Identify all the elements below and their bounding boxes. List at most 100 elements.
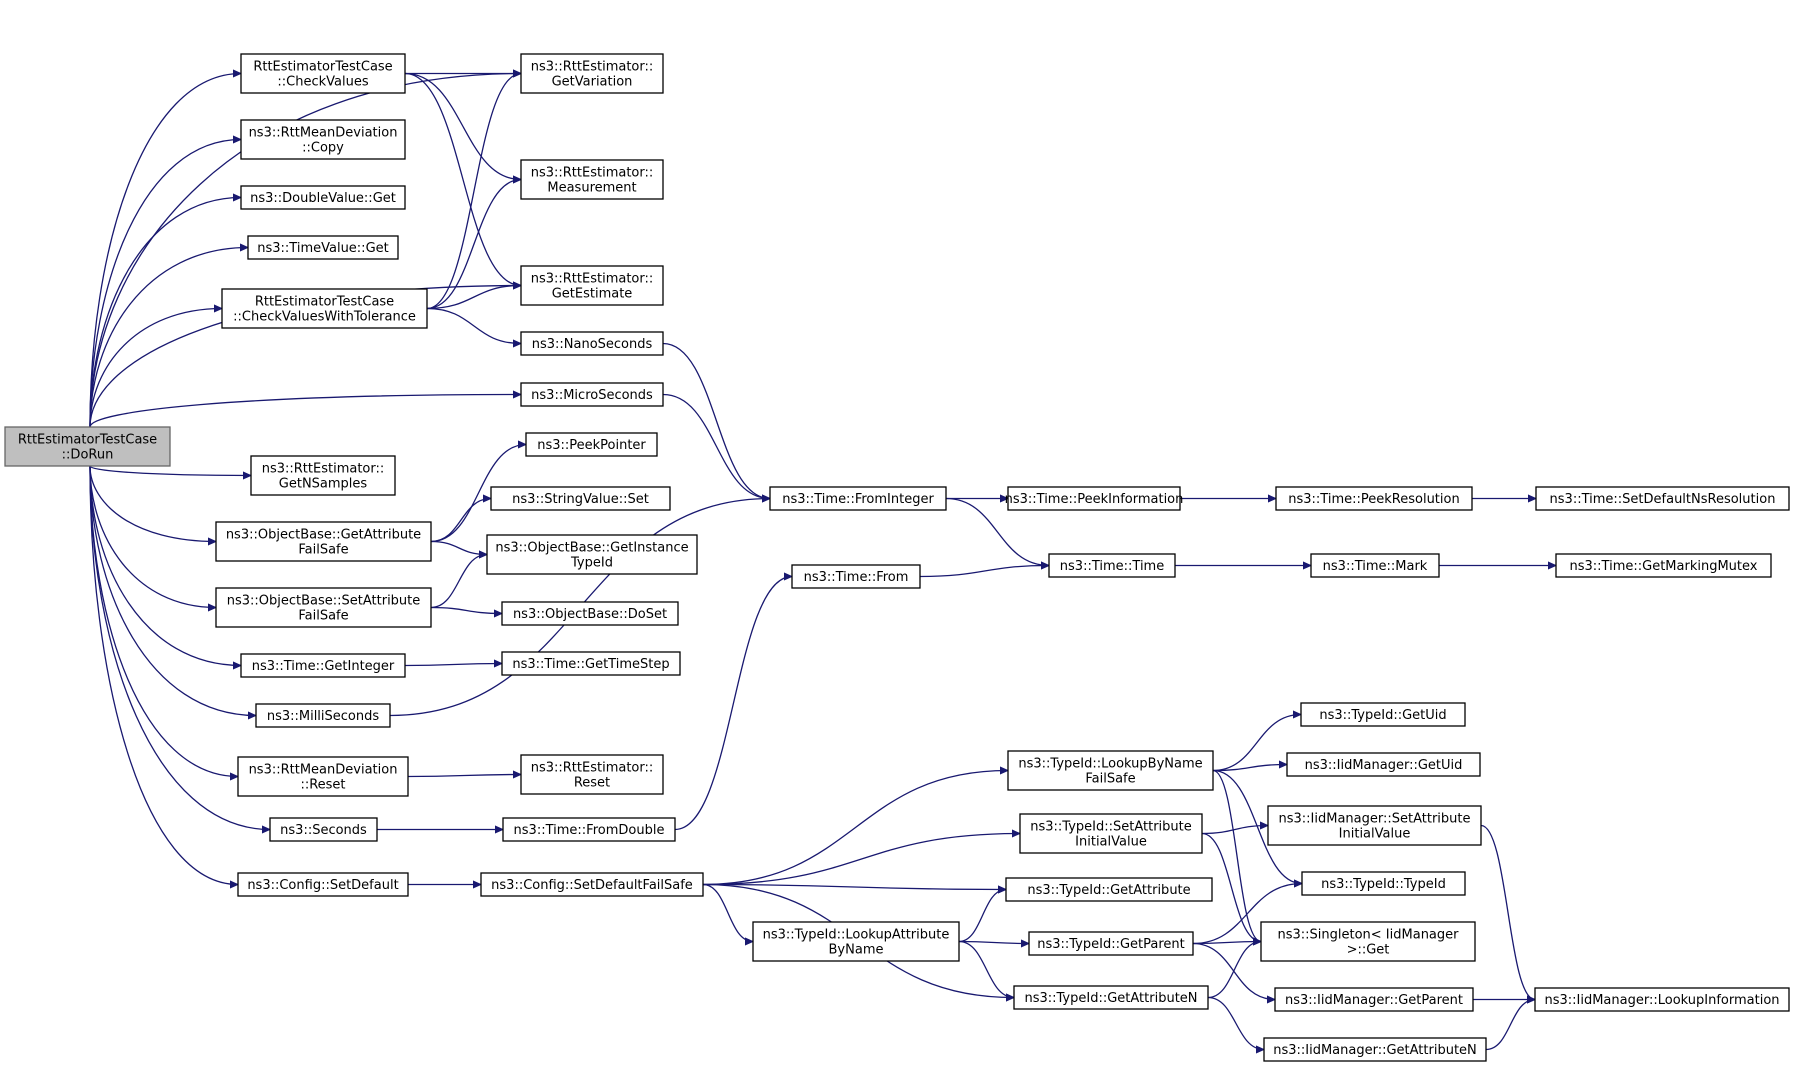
node-box (791, 564, 921, 589)
node-seconds[interactable]: ns3::Seconds (269, 817, 378, 842)
node-label: ns3::DoubleValue::Get (250, 191, 396, 206)
node-box (1555, 553, 1772, 578)
node-label: GetVariation (552, 75, 633, 90)
edge-root-to-double-get (89, 198, 241, 428)
node-label: ns3::Time::Time (1060, 559, 1164, 574)
node-get-time-step[interactable]: ns3::Time::GetTimeStep (501, 651, 681, 676)
node-tid-type-id[interactable]: ns3::TypeId::TypeId (1301, 871, 1466, 896)
node-from-double[interactable]: ns3::Time::FromDouble (502, 817, 676, 842)
node-box (501, 601, 679, 626)
node-re-reset[interactable]: ns3::RttEstimator::Reset (520, 754, 664, 795)
node-label: ByName (829, 943, 884, 958)
node-tid-get-attr[interactable]: ns3::TypeId::GetAttribute (1005, 877, 1213, 902)
node-do-set[interactable]: ns3::ObjectBase::DoSet (501, 601, 679, 626)
edge-root-to-seconds (89, 465, 270, 830)
node-micro[interactable]: ns3::MicroSeconds (520, 382, 664, 407)
node-box (486, 534, 698, 575)
node-label: ns3::Seconds (280, 823, 367, 838)
edge-tid-get-attr-n-to-iid-get-attr-n (1207, 996, 1265, 1050)
node-nano[interactable]: ns3::NanoSeconds (520, 331, 664, 356)
node-get-variation[interactable]: ns3::RttEstimator::GetVariation (520, 53, 664, 94)
edge-root-to-copy (89, 140, 241, 428)
node-iid-get-parent[interactable]: ns3::IidManager::GetParent (1274, 987, 1474, 1012)
edge-root-to-get-integer (89, 465, 241, 666)
node-label: ns3::Time::FromInteger (782, 492, 934, 507)
edge-set-def-fs-to-lookup-attr-by-name (702, 883, 754, 942)
edge-lookup-attr-by-name-to-tid-get-parent (958, 942, 1029, 944)
node-label: ns3::TypeId::GetParent (1037, 937, 1185, 952)
edge-lookup-attr-by-name-to-tid-get-attr (958, 890, 1007, 943)
edge-root-to-check-tol (89, 309, 222, 428)
node-get-estimate[interactable]: ns3::RttEstimator::GetEstimate (520, 265, 664, 306)
node-set-def-fs[interactable]: ns3::Config::SetDefaultFailSafe (480, 872, 704, 897)
node-iid-lookup-info[interactable]: ns3::IidManager::LookupInformation (1534, 987, 1790, 1012)
node-tid-get-uid[interactable]: ns3::TypeId::GetUid (1300, 702, 1466, 727)
node-time-get[interactable]: ns3::TimeValue::Get (247, 235, 399, 260)
node-string-set[interactable]: ns3::StringValue::Set (490, 486, 671, 511)
node-box (1534, 987, 1790, 1012)
node-tid-get-parent[interactable]: ns3::TypeId::GetParent (1028, 931, 1194, 956)
node-label: ns3::RttEstimator:: (531, 60, 654, 75)
node-peek-info[interactable]: ns3::Time::PeekInformation (1005, 486, 1184, 511)
node-box (215, 521, 432, 562)
node-set-def-ns-res[interactable]: ns3::Time::SetDefaultNsResolution (1535, 486, 1790, 511)
node-box (1013, 985, 1209, 1010)
node-box (1263, 1037, 1487, 1062)
node-label: ns3::Time::FromDouble (514, 823, 665, 838)
node-get-nsamples[interactable]: ns3::RttEstimator::GetNSamples (250, 455, 396, 496)
node-rmd-reset[interactable]: ns3::RttMeanDeviation::Reset (237, 756, 409, 797)
node-label: ns3::TypeId::GetUid (1319, 708, 1446, 723)
node-label: GetEstimate (552, 287, 633, 302)
node-from-integer[interactable]: ns3::Time::FromInteger (769, 486, 947, 511)
node-set-default[interactable]: ns3::Config::SetDefault (237, 872, 409, 897)
node-milli[interactable]: ns3::MilliSeconds (255, 703, 391, 728)
node-time-time[interactable]: ns3::Time::Time (1048, 553, 1176, 578)
node-box (269, 817, 378, 842)
node-box (1267, 805, 1482, 846)
node-double-get[interactable]: ns3::DoubleValue::Get (240, 185, 406, 210)
node-box (1286, 752, 1481, 777)
node-check-values[interactable]: RttEstimatorTestCase::CheckValues (240, 53, 406, 94)
node-tid-get-attr-n[interactable]: ns3::TypeId::GetAttributeN (1013, 985, 1209, 1010)
node-box (520, 265, 664, 306)
node-singleton-get[interactable]: ns3::Singleton< IidManager>::Get (1260, 921, 1476, 962)
edge-check-tol-to-get-variation (426, 74, 522, 310)
node-iid-set-attr-init[interactable]: ns3::IidManager::SetAttributeInitialValu… (1267, 805, 1482, 846)
node-label: >::Get (1347, 943, 1390, 958)
node-iid-get-uid[interactable]: ns3::IidManager::GetUid (1286, 752, 1481, 777)
node-box (490, 486, 671, 511)
edge-set-def-fs-to-lookup-by-name-fs (702, 771, 1008, 886)
node-iid-get-attr-n[interactable]: ns3::IidManager::GetAttributeN (1263, 1037, 1487, 1062)
node-copy[interactable]: ns3::RttMeanDeviation::Copy (240, 119, 406, 160)
edge-tid-get-parent-to-singleton-get (1192, 942, 1261, 944)
node-peek-pointer[interactable]: ns3::PeekPointer (525, 432, 658, 457)
node-get-integer[interactable]: ns3::Time::GetInteger (240, 653, 406, 678)
node-check-tol[interactable]: RttEstimatorTestCase::CheckValuesWithTol… (221, 288, 428, 329)
node-box (1274, 987, 1474, 1012)
node-measurement[interactable]: ns3::RttEstimator::Measurement (520, 159, 664, 200)
node-label: ns3::TypeId::GetAttributeN (1024, 991, 1197, 1006)
node-label: ns3::TypeId::LookupAttribute (763, 928, 950, 943)
node-label: ns3::Singleton< IidManager (1277, 928, 1459, 943)
node-get-mark-mutex[interactable]: ns3::Time::GetMarkingMutex (1555, 553, 1772, 578)
edge-tid-set-attr-init-to-iid-set-attr-init (1201, 826, 1268, 835)
edge-root-to-get-variation (89, 74, 521, 428)
node-box (240, 185, 406, 210)
edge-get-attr-fs-to-get-inst-tid (430, 540, 487, 555)
node-peek-res[interactable]: ns3::Time::PeekResolution (1275, 486, 1473, 511)
node-box (1019, 813, 1203, 854)
node-time-from[interactable]: ns3::Time::From (791, 564, 921, 589)
edge-root-to-get-attr-fs (89, 465, 216, 542)
node-box (240, 119, 406, 160)
edge-tid-get-attr-n-to-singleton-get (1207, 942, 1262, 999)
node-root[interactable]: RttEstimatorTestCase::DoRun (4, 426, 171, 467)
node-mark[interactable]: ns3::Time::Mark (1310, 553, 1440, 578)
node-box (520, 382, 664, 407)
